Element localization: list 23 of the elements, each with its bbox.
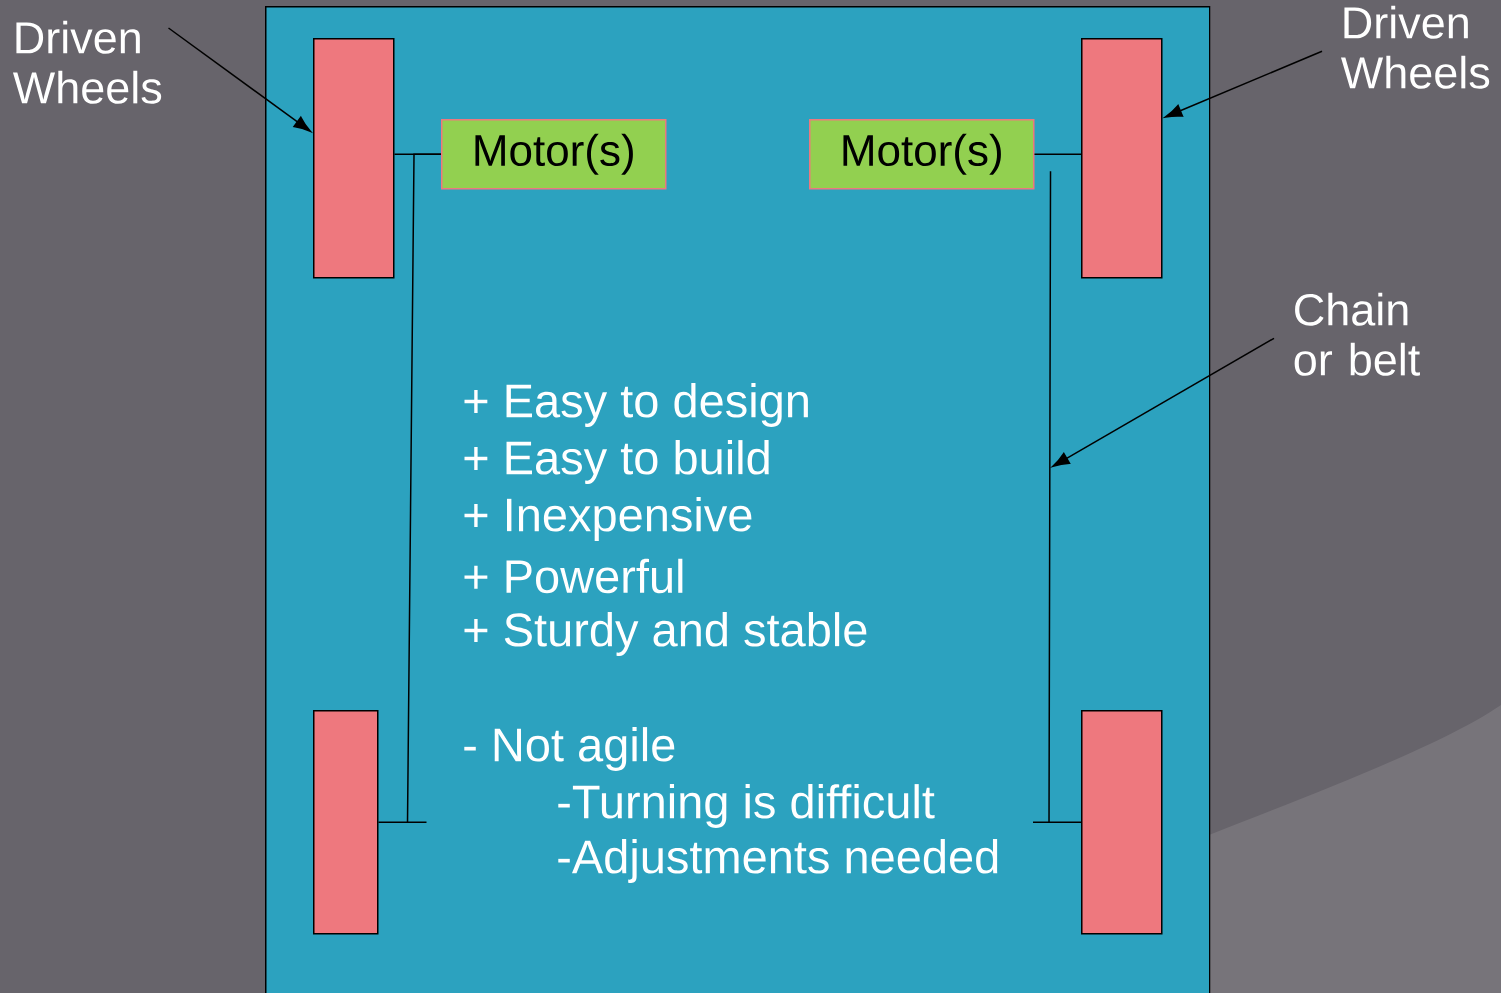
chain-line [1032,170,1082,823]
callout-text: Driven Wheels [12,20,162,104]
list-item: + Powerful [464,558,683,594]
list-item: - Not agile [464,727,675,771]
list-item: -Adjustments needed [558,839,998,883]
leader-line [167,27,312,133]
motor-box: Motor(s) [441,119,667,190]
list-item: + Easy to build [464,440,769,484]
chain-line [377,153,442,823]
shaft-line [1033,153,1082,155]
list-item: + Sturdy and stable [464,612,867,656]
motor-box: Motor(s) [809,119,1035,190]
wheel [1081,38,1163,279]
list-item: + Easy to design [464,383,808,427]
leader-line [1052,337,1275,468]
callout-text: Chain or belt [1294,292,1420,376]
wheel [1081,710,1163,935]
wheel [313,710,379,935]
wheel [313,38,395,279]
leader-line [1164,50,1323,118]
callout-text: Driven Wheels [1340,5,1490,89]
list-item: + Inexpensive [464,497,752,541]
list-item: -Turning is difficult [558,784,935,828]
